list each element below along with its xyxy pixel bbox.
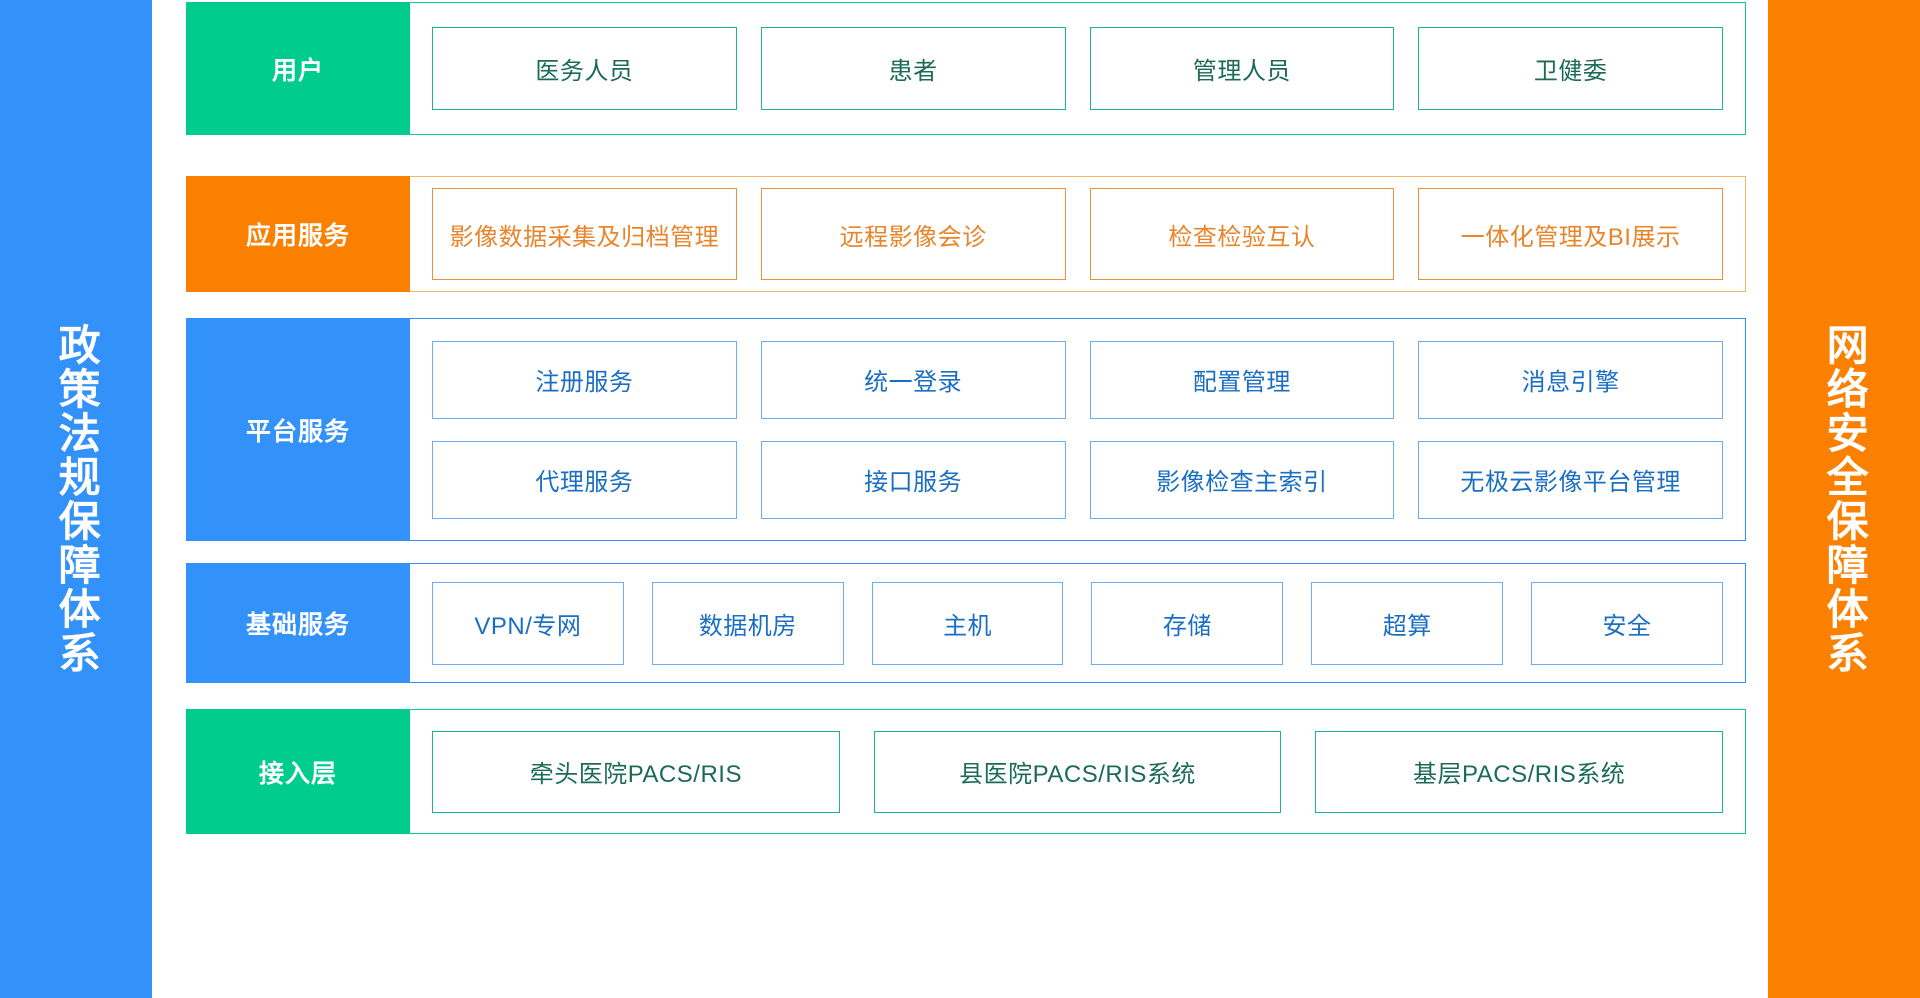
layer-user-label: 用户 [186, 2, 410, 135]
layer-platform-services: 平台服务 注册服务 统一登录 配置管理 消息引擎 代理服务 接口服务 影像检查主… [186, 318, 1746, 541]
layer-user: 用户 医务人员 患者 管理人员 卫健委 [186, 2, 1746, 135]
layer-infrastructure-services-label: 基础服务 [186, 563, 410, 683]
node-item[interactable]: 县医院PACS/RIS系统 [873, 730, 1282, 813]
left-pillar: 政策法规保障体系 [0, 0, 152, 998]
node-item[interactable]: 安全 [1531, 581, 1723, 665]
node-row: 影像数据采集及归档管理 远程影像会诊 检查检验互认 一体化管理及BI展示 [432, 188, 1723, 280]
node-item[interactable]: 影像数据采集及归档管理 [432, 188, 737, 280]
node-item[interactable]: 患者 [760, 27, 1066, 110]
right-pillar: 网络安全保障体系 [1768, 0, 1920, 998]
node-item[interactable]: 基层PACS/RIS系统 [1315, 730, 1724, 813]
left-pillar-label: 政策法规保障体系 [53, 323, 101, 675]
node-item[interactable]: VPN/专网 [432, 581, 624, 665]
node-item[interactable]: 牵头医院PACS/RIS [432, 730, 840, 813]
node-item[interactable]: 数据机房 [651, 581, 844, 665]
layer-infrastructure-services: 基础服务 VPN/专网 数据机房 主机 存储 超算 安全 [186, 563, 1746, 683]
node-item[interactable]: 主机 [871, 581, 1064, 665]
layer-application-services: 应用服务 影像数据采集及归档管理 远程影像会诊 检查检验互认 一体化管理及BI展… [186, 176, 1746, 292]
layer-access: 接入层 牵头医院PACS/RIS 县医院PACS/RIS系统 基层PACS/RI… [186, 709, 1746, 834]
node-item[interactable]: 卫健委 [1418, 27, 1723, 110]
node-item[interactable]: 管理人员 [1089, 27, 1395, 110]
node-item[interactable]: 无极云影像平台管理 [1418, 440, 1723, 519]
layer-access-label: 接入层 [186, 709, 410, 834]
node-row: 牵头医院PACS/RIS 县医院PACS/RIS系统 基层PACS/RIS系统 [432, 730, 1724, 813]
node-row: 医务人员 患者 管理人员 卫健委 [432, 27, 1723, 110]
node-item[interactable]: 代理服务 [432, 440, 737, 519]
node-item[interactable]: 医务人员 [432, 27, 737, 110]
node-item[interactable]: 存储 [1091, 581, 1284, 665]
node-row: 注册服务 统一登录 配置管理 消息引擎 [432, 340, 1723, 419]
node-item[interactable]: 检查检验互认 [1089, 188, 1395, 280]
node-item[interactable]: 注册服务 [432, 340, 737, 419]
node-item[interactable]: 接口服务 [760, 440, 1066, 519]
node-item[interactable]: 影像检查主索引 [1089, 440, 1395, 519]
layer-application-services-label: 应用服务 [186, 176, 410, 292]
layer-access-body: 牵头医院PACS/RIS 县医院PACS/RIS系统 基层PACS/RIS系统 [410, 710, 1745, 833]
node-item[interactable]: 超算 [1311, 581, 1504, 665]
node-row: VPN/专网 数据机房 主机 存储 超算 安全 [432, 581, 1723, 665]
layer-application-services-body: 影像数据采集及归档管理 远程影像会诊 检查检验互认 一体化管理及BI展示 [410, 177, 1745, 291]
node-item[interactable]: 远程影像会诊 [760, 188, 1066, 280]
layer-stack: 用户 医务人员 患者 管理人员 卫健委 应用服务 影像数据采集及归档管理 远程影… [186, 0, 1746, 998]
layer-platform-services-body: 注册服务 统一登录 配置管理 消息引擎 代理服务 接口服务 影像检查主索引 无极… [410, 319, 1745, 540]
layer-platform-services-label: 平台服务 [186, 318, 410, 541]
node-item[interactable]: 一体化管理及BI展示 [1418, 188, 1723, 280]
node-item[interactable]: 配置管理 [1089, 340, 1395, 419]
node-row: 代理服务 接口服务 影像检查主索引 无极云影像平台管理 [432, 440, 1723, 519]
layer-infrastructure-services-body: VPN/专网 数据机房 主机 存储 超算 安全 [410, 564, 1745, 682]
node-item[interactable]: 统一登录 [760, 340, 1066, 419]
node-item[interactable]: 消息引擎 [1418, 340, 1723, 419]
right-pillar-label: 网络安全保障体系 [1821, 323, 1869, 675]
layer-user-body: 医务人员 患者 管理人员 卫健委 [410, 3, 1745, 134]
